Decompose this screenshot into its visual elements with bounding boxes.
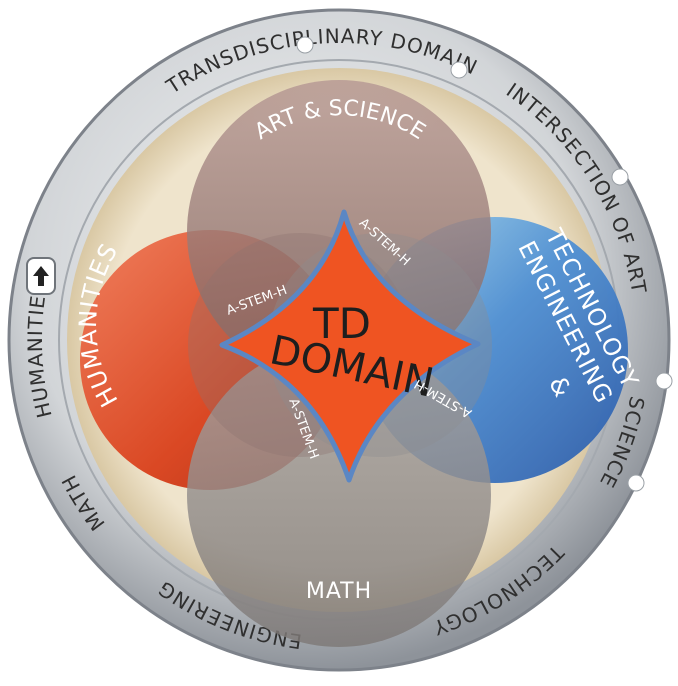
ring-dot (627, 474, 645, 492)
center-star (219, 209, 481, 483)
arrow-button[interactable] (26, 257, 56, 295)
ring-dot (450, 61, 468, 79)
ring-dot (296, 36, 314, 54)
up-arrow-icon (33, 266, 49, 286)
ring-dot (655, 372, 673, 390)
ring-dot (611, 168, 629, 186)
label-math: MATH (306, 579, 372, 604)
circle-math (187, 343, 491, 647)
center-title-td: TD (312, 299, 371, 348)
